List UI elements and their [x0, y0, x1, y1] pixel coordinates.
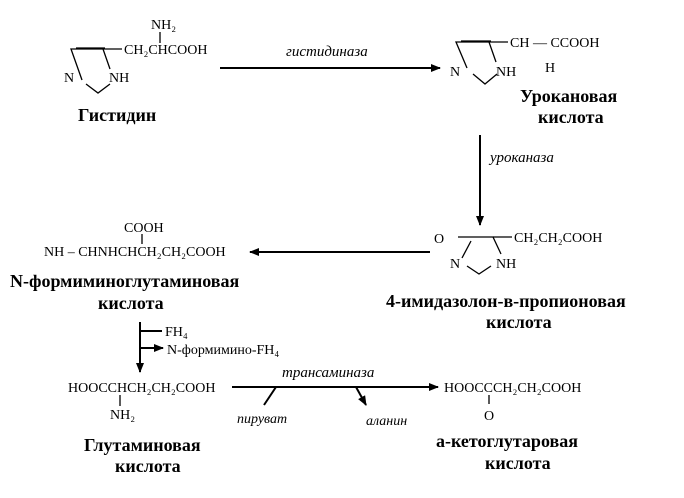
formimino-structure: COOH NH – CHNHCHCH₂CH₂COOH [44, 221, 226, 260]
formimino-cooh: COOH [124, 221, 164, 236]
histidine-ring-lower-bonds [85, 83, 111, 94]
enzyme-histidase: гистидиназа [286, 44, 368, 60]
imidazolone-ring-nh: NH [496, 257, 516, 272]
enzyme-urocanase: уроканаза [490, 150, 554, 166]
cofactor-fh4: FH₄ [165, 325, 188, 340]
cofactor-n-formimino-fh4: N-формимино-FH₄ [167, 343, 279, 358]
imidazolone-name-line1: 4-имидазолон-в-пропионовая [386, 291, 626, 311]
formimino-formula: NH – CHNHCHCH₂CH₂COOH [44, 245, 226, 260]
histidine-structure: NH₂ CH₂CHCOOH N NH [64, 18, 207, 94]
imidazolone-side-chain: CH₂CH₂COOH [514, 231, 602, 246]
ketoglutarate-formula: HOOCCCH₂CH₂COOH [444, 381, 581, 396]
urocanic-name-line1: Урокановая [520, 86, 618, 106]
cofactor-pyruvate: пируват [237, 412, 287, 427]
ketoglutarate-structure: HOOCCCH₂CH₂COOH O [444, 381, 581, 424]
histidine-ring-bonds [70, 47, 111, 81]
histidine-name: Гистидин [78, 105, 157, 125]
urocanic-side-chain: CH — CCOOH [510, 36, 599, 51]
imidazolone-ring-lower-bonds [466, 265, 492, 275]
urocanic-name-line2: кислота [538, 107, 604, 127]
histidine-ring-n: N [64, 71, 74, 86]
urocanic-structure: CH — CCOOH H N NH [450, 36, 599, 85]
urocanic-ring-bonds [455, 40, 497, 69]
histidine-amino: NH₂ [151, 18, 176, 33]
histidine-side-chain: CH₂CHCOOH [124, 43, 207, 58]
ketoglutarate-name-line2: кислота [485, 453, 551, 473]
glutamic-structure: HOOCCHCH₂CH₂COOH NH₂ [68, 381, 215, 423]
ketoglutarate-oxo: O [484, 409, 494, 424]
enzyme-transaminase: трансаминаза [282, 365, 375, 381]
glutamic-name-line2: кислота [115, 456, 181, 476]
arrow-alanine-out [355, 386, 367, 406]
imidazolone-oxo: O [434, 232, 444, 247]
urocanic-ring-nh: NH [496, 65, 516, 80]
imidazolone-ring-n: N [450, 257, 460, 272]
formimino-name-line2: кислота [98, 293, 164, 313]
formimino-name-line1: N-формиминоглутаминовая [10, 271, 240, 291]
urocanic-h: H [545, 61, 555, 76]
imidazolone-ring-bonds [458, 236, 502, 259]
urocanic-ring-lower-bonds [472, 73, 498, 85]
imidazolone-name-line2: кислота [486, 312, 552, 332]
cofactor-alanine: аланин [366, 414, 407, 429]
glutamic-name-line1: Глутаминовая [84, 435, 201, 455]
pyruvate-input-line [263, 386, 277, 406]
glutamic-amino: NH₂ [110, 408, 135, 423]
glutamic-formula: HOOCCHCH₂CH₂COOH [68, 381, 215, 396]
ketoglutarate-name-line1: а-кетоглутаровая [436, 431, 578, 451]
histidine-ring-nh: NH [109, 71, 129, 86]
imidazolone-structure: O CH₂CH₂COOH N NH [434, 231, 602, 275]
urocanic-ring-n: N [450, 65, 460, 80]
